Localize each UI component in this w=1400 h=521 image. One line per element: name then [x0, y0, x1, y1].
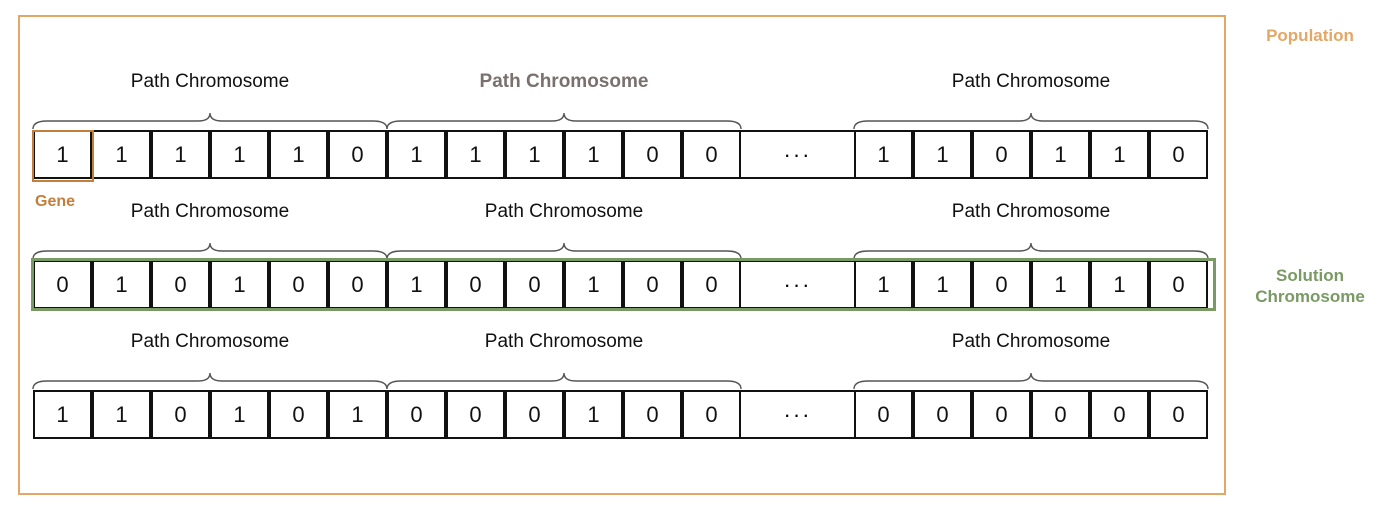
- ellipsis-cell: ···: [741, 260, 854, 309]
- gene-cell: 1: [33, 390, 92, 439]
- gene-cell: 0: [1149, 390, 1208, 439]
- segment-brace: [853, 372, 1209, 390]
- population-frame: [18, 15, 1226, 495]
- gene-cell: 1: [446, 130, 505, 179]
- gene-cell: 0: [1031, 390, 1090, 439]
- gene-cell: 1: [1090, 260, 1149, 309]
- gene-cell: 0: [505, 390, 564, 439]
- gene-cell: 0: [1090, 390, 1149, 439]
- gene-cell: 0: [972, 390, 1031, 439]
- gene-cell: 0: [972, 130, 1031, 179]
- ellipsis-cell: ···: [741, 390, 854, 439]
- path-chromosome-label: Path Chromosome: [484, 331, 644, 352]
- segment-brace: [32, 112, 388, 130]
- segment-brace: [853, 242, 1209, 260]
- path-chromosome-label: Path Chromosome: [484, 201, 644, 222]
- gene-cell: 0: [682, 390, 741, 439]
- path-chromosome-label: Path Chromosome: [951, 71, 1111, 92]
- gene-cell: 0: [1149, 260, 1208, 309]
- gene-cell: 0: [446, 390, 505, 439]
- gene-cell: 1: [854, 260, 913, 309]
- gene-cell: 1: [151, 130, 210, 179]
- segment-brace: [853, 112, 1209, 130]
- gene-cell: 0: [269, 260, 328, 309]
- solution-chromosome-label: Solution Chromosome: [1255, 266, 1365, 306]
- gene-cell: 1: [913, 260, 972, 309]
- gene-cell: 1: [33, 130, 92, 179]
- segment-brace: [32, 242, 388, 260]
- gene-cell: 0: [151, 260, 210, 309]
- path-chromosome-label: Path Chromosome: [951, 201, 1111, 222]
- gene-cell: 1: [1031, 130, 1090, 179]
- gene-cell: 0: [623, 260, 682, 309]
- gene-cell: 1: [92, 130, 151, 179]
- gene-cell: 0: [151, 390, 210, 439]
- gene-cell: 1: [328, 390, 387, 439]
- gene-cell: 1: [92, 260, 151, 309]
- path-chromosome-label: Path Chromosome: [130, 201, 290, 222]
- path-chromosome-label: Path Chromosome: [479, 71, 649, 92]
- segment-brace: [386, 242, 742, 260]
- gene-cell: 1: [1090, 130, 1149, 179]
- gene-cell: 0: [328, 130, 387, 179]
- gene-cell: 1: [210, 390, 269, 439]
- gene-cell: 0: [854, 390, 913, 439]
- segment-brace: [32, 372, 388, 390]
- gene-cell: 1: [92, 390, 151, 439]
- gene-cell: 1: [387, 130, 446, 179]
- gene-cell: 1: [564, 130, 623, 179]
- path-chromosome-label: Path Chromosome: [951, 331, 1111, 352]
- gene-cell: 0: [387, 390, 446, 439]
- path-chromosome-label: Path Chromosome: [130, 331, 290, 352]
- gene-cell: 1: [210, 130, 269, 179]
- gene-cell: 0: [682, 260, 741, 309]
- gene-cell: 1: [269, 130, 328, 179]
- path-chromosome-label: Path Chromosome: [130, 71, 290, 92]
- gene-cell: 1: [505, 130, 564, 179]
- gene-cell: 0: [972, 260, 1031, 309]
- gene-cell: 1: [1031, 260, 1090, 309]
- segment-brace: [386, 372, 742, 390]
- gene-cell: 0: [623, 390, 682, 439]
- gene-cell: 1: [854, 130, 913, 179]
- gene-cell: 0: [446, 260, 505, 309]
- gene-cell: 0: [505, 260, 564, 309]
- ellipsis-cell: ···: [741, 130, 854, 179]
- gene-cell: 0: [33, 260, 92, 309]
- population-label: Population: [1266, 26, 1354, 45]
- gene-cell: 1: [564, 260, 623, 309]
- gene-cell: 0: [269, 390, 328, 439]
- gene-cell: 0: [623, 130, 682, 179]
- gene-cell: 0: [913, 390, 972, 439]
- gene-cell: 0: [1149, 130, 1208, 179]
- gene-cell: 1: [387, 260, 446, 309]
- gene-cell: 0: [328, 260, 387, 309]
- gene-cell: 1: [913, 130, 972, 179]
- gene-cell: 1: [564, 390, 623, 439]
- gene-cell: 1: [210, 260, 269, 309]
- segment-brace: [386, 112, 742, 130]
- gene-label: Gene: [35, 193, 76, 210]
- gene-cell: 0: [682, 130, 741, 179]
